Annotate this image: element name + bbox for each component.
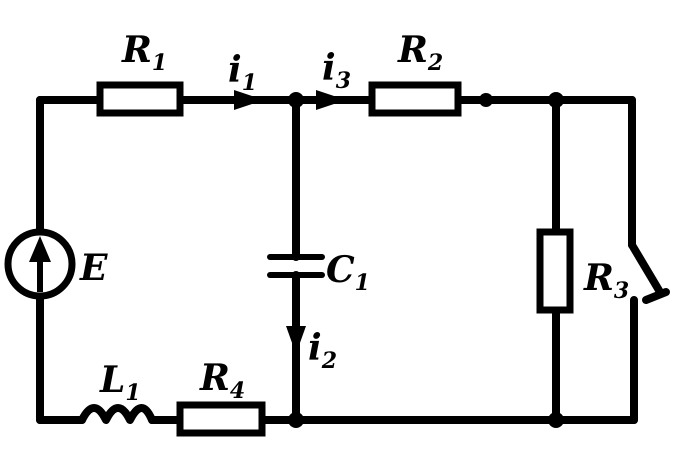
label-i2: i2: [308, 327, 337, 374]
junction-bottom-middle: [288, 412, 304, 428]
label-r2: R2: [397, 29, 443, 76]
junction-bottom-r3: [548, 412, 564, 428]
capacitor-c1: [267, 254, 325, 278]
label-e: E: [79, 247, 108, 289]
label-r4: R4: [199, 357, 245, 404]
junction-top-r3: [548, 92, 564, 108]
resistor-r4: [176, 401, 266, 437]
resistor-r1: [96, 81, 184, 117]
wires: [36, 96, 638, 424]
label-i1: i1: [228, 49, 257, 96]
resistor-r2: [368, 81, 462, 117]
label-i3: i3: [322, 47, 351, 94]
wire-switch-branch: [628, 96, 638, 424]
voltage-source-icon: [4, 228, 76, 300]
label-c1: C1: [326, 249, 370, 296]
label-r1: R1: [121, 29, 167, 76]
inductor-icon: [78, 404, 156, 424]
arrow-i2: [286, 326, 306, 354]
arrow-i3: [316, 90, 346, 110]
label-r3: R3: [583, 257, 629, 304]
switch-icon: [628, 241, 670, 304]
junction-top-middle: [288, 92, 304, 108]
label-l1: L1: [99, 359, 141, 406]
resistor-r3: [536, 228, 574, 314]
arrow-i1: [234, 90, 264, 110]
junction-top-right: [479, 93, 493, 107]
